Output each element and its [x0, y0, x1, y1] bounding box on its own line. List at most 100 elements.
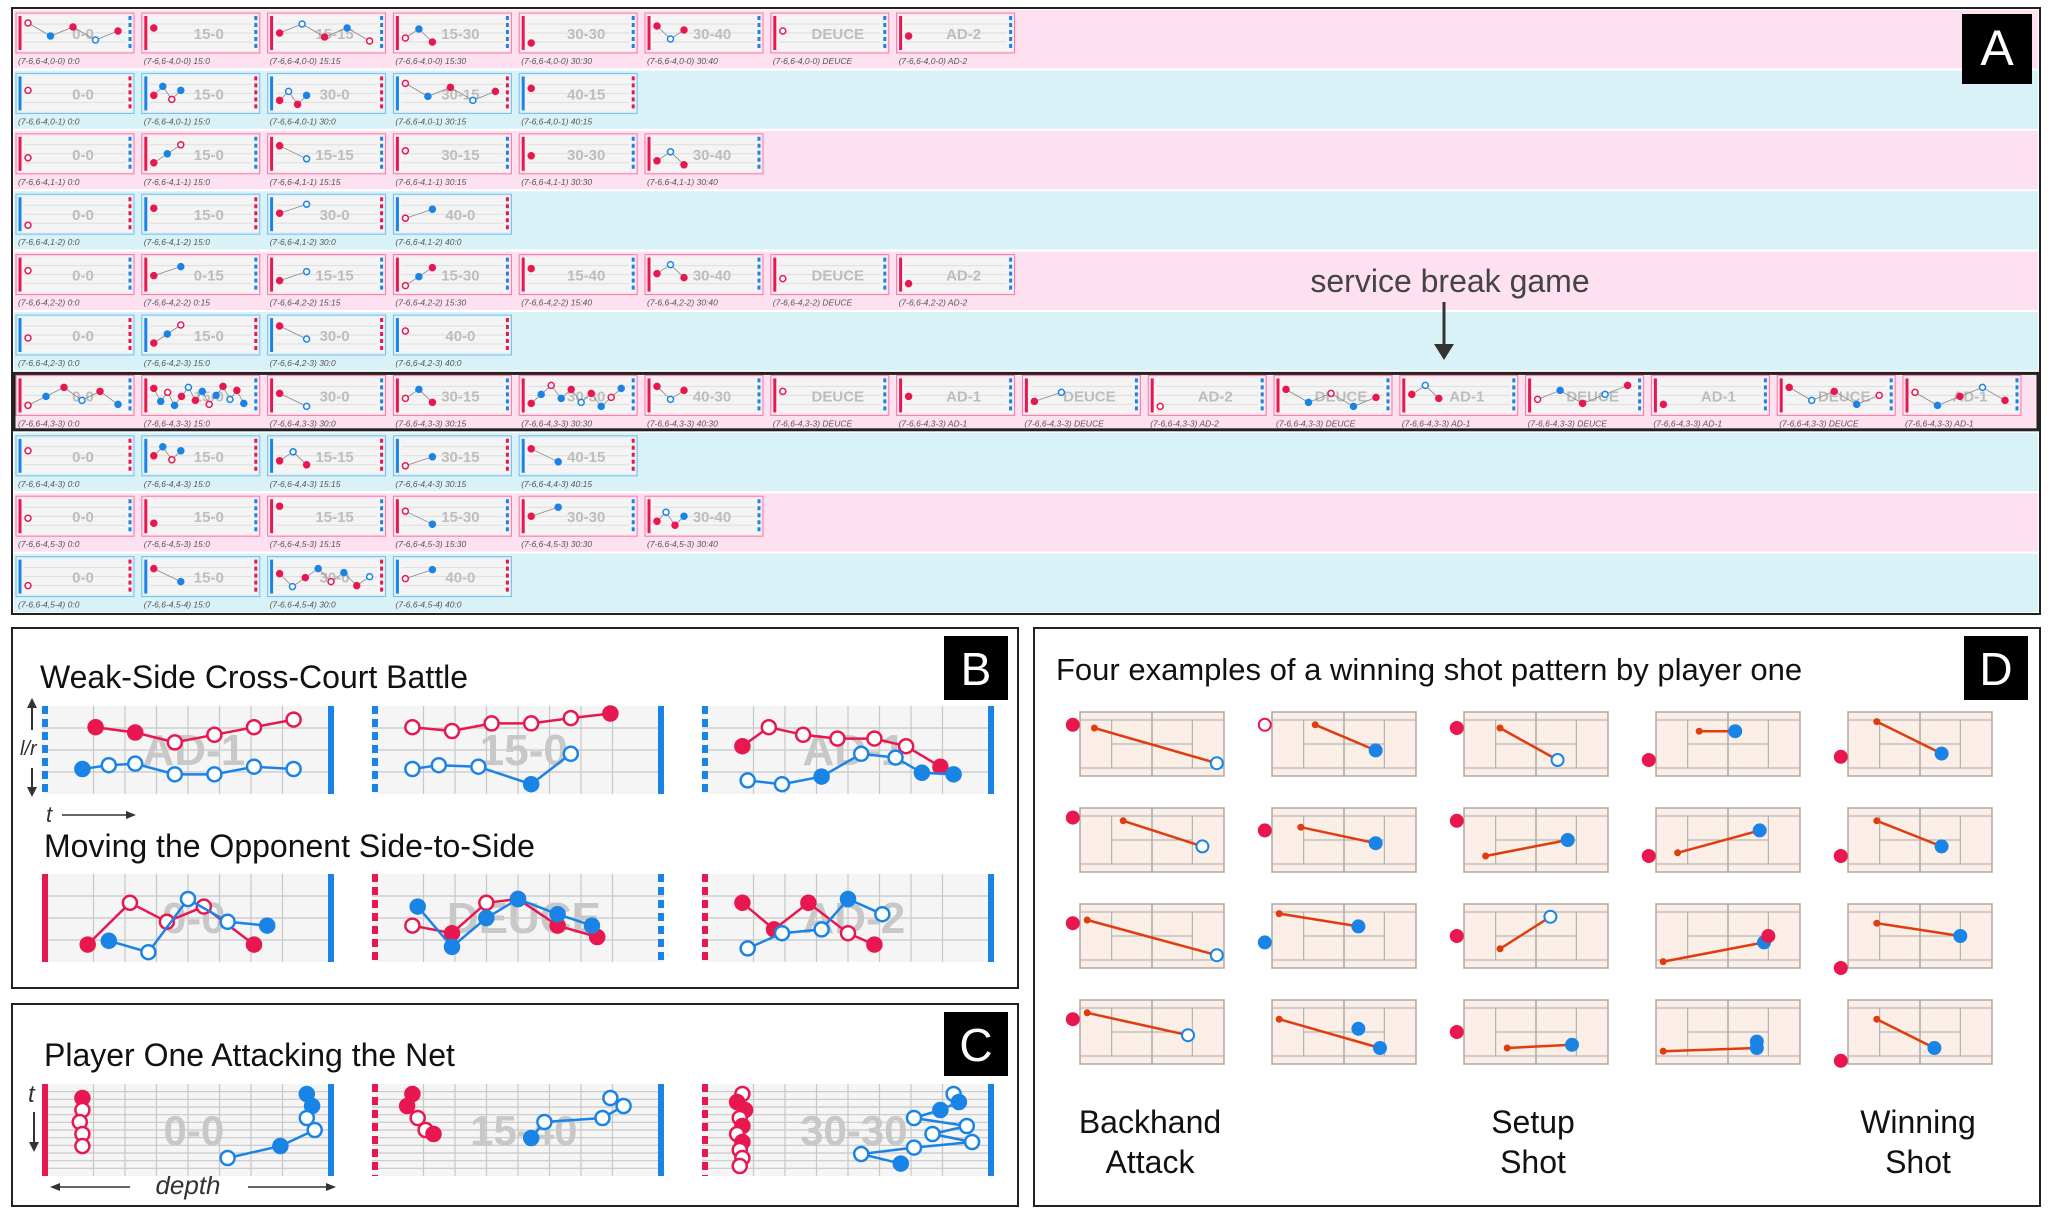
game-glyph: 0-0(7-6,6-4,5-3) 0:0 [15, 495, 135, 549]
blue-shot-dot [74, 760, 91, 778]
glyph-frame [15, 556, 135, 598]
game-glyph: 15-15(7-6,6-4,2-2) 15:15 [267, 254, 387, 308]
shot-origin-dot [1496, 945, 1504, 953]
glyph-frame [1650, 374, 1770, 416]
rally-dot [78, 396, 86, 405]
game-caption: (7-6,6-4,4-3) 40:15 [521, 479, 592, 489]
rally-dot [302, 335, 311, 343]
rally-dot [170, 401, 179, 410]
glyph-frame [15, 193, 135, 235]
game-score: 0-0 [72, 449, 94, 466]
blue-shot-dot [298, 1109, 316, 1127]
rally-dot [42, 392, 50, 401]
player-position [1761, 929, 1776, 943]
lr-arrow-up-head [27, 698, 37, 708]
game-caption: (7-6,6-4,3-3) AD-1 [1653, 418, 1722, 428]
rally-dot [1852, 400, 1861, 409]
rally-dot [1057, 388, 1066, 397]
blue-shot-dot [166, 766, 184, 783]
rally-dot [904, 32, 913, 40]
shot-origin-dot [1873, 817, 1881, 825]
game-score: 15-30 [441, 268, 479, 285]
glyph-frame [644, 254, 764, 296]
glyph-frame [1902, 374, 2022, 416]
glyph-frame [896, 254, 1016, 296]
game-score: 15-40 [567, 268, 605, 285]
rally-dot [1978, 383, 1987, 392]
shot-origin-dot [1659, 1047, 1667, 1055]
blue-shot-dot [945, 766, 962, 783]
game-caption: (7-6,6-4,0-0) 15:0 [144, 56, 210, 66]
game-caption: (7-6,6-4,2-2) 0:0 [18, 298, 80, 308]
player-position [1449, 813, 1464, 828]
glyph-frame [141, 495, 261, 537]
shot-origin-dot [1083, 1009, 1091, 1017]
glyph-frame [644, 133, 764, 175]
game-glyph: 15-0(7-6,6-4,5-4) 15:0 [141, 556, 261, 610]
rally-dot [1601, 390, 1609, 399]
game-caption: (7-6,6-4,1-1) 15:15 [270, 177, 341, 187]
glyph-frame [15, 314, 135, 356]
rally-dot [298, 20, 306, 28]
rally-dot [159, 82, 167, 91]
rally-dot [340, 568, 348, 577]
opponent-position [1368, 836, 1383, 851]
glyph-frame [1525, 374, 1645, 416]
game-glyph: 30-40(7-6,6-4,1-1) 30:40 [644, 133, 764, 187]
rally-dot [24, 266, 32, 275]
court-diagram [1257, 711, 1417, 777]
shot-trajectory [1876, 720, 1943, 755]
panel-d: D Four examples of a winning shot patter… [1033, 627, 2041, 1207]
player-position [1065, 916, 1080, 931]
rally-dot [284, 87, 293, 96]
game-caption: (7-6,6-4,3-3) DEUCE [1024, 418, 1104, 428]
shot-trajectory [1663, 1046, 1757, 1053]
glyph-frame [644, 12, 764, 54]
red-shot-dot [734, 894, 751, 912]
rally-dot [428, 263, 437, 272]
red-shot-dot [866, 936, 883, 953]
game-score: 30-0 [320, 207, 350, 224]
glyph-frame [518, 12, 638, 54]
game-score: 30-15 [441, 388, 479, 405]
rally-dot [428, 398, 437, 407]
blue-shot-dot [913, 764, 931, 782]
rally-dot [156, 397, 165, 406]
red-shot-dot [121, 894, 139, 912]
rally-dot [401, 281, 410, 290]
glyph-frame [1399, 374, 1519, 416]
court-diagram [1065, 807, 1225, 873]
court-diagram [1449, 999, 1609, 1065]
opponent-position [1209, 756, 1224, 771]
rally-dot [177, 141, 185, 149]
rally-dot [343, 24, 351, 32]
backhand-attack-label-1: Backhand [1079, 1104, 1221, 1140]
game-caption: (7-6,6-4,3-3) AD-2 [1150, 418, 1219, 428]
game-caption: (7-6,6-4,2-3) 15:0 [144, 358, 210, 368]
rally-line [279, 145, 307, 160]
red-shot-dot [794, 726, 812, 744]
game-caption: (7-6,6-4,5-3) 30:30 [521, 539, 592, 549]
rally-dot [205, 400, 213, 409]
rally-dot [401, 147, 410, 155]
rally-dot [662, 508, 670, 516]
rally-dot [293, 100, 302, 109]
game-score: 15-15 [315, 147, 353, 164]
game-caption: (7-6,6-4,3-3) AD-1 [1402, 418, 1471, 428]
rally-line [405, 510, 433, 525]
game-caption: (7-6,6-4,2-2) AD-2 [899, 298, 968, 308]
player-position [1065, 1012, 1080, 1027]
opponent-position [1565, 1037, 1579, 1052]
game-glyph: 15-30(7-6,6-4,2-2) 15:30 [392, 254, 512, 308]
blue-shot-dot [179, 890, 197, 908]
red-shot-dot [404, 718, 421, 736]
opponent-position [1752, 823, 1767, 838]
blue-shot-dot [963, 1133, 981, 1151]
glyph-frame [267, 374, 387, 416]
blue-shot-dot [219, 913, 236, 931]
game-score: AD-1 [1701, 388, 1736, 405]
game-glyph: 15-30(7-6,6-4,5-3) 15:30 [392, 495, 512, 549]
shot-origin-dot [1503, 1044, 1511, 1052]
panel-c-label: C [959, 1019, 992, 1071]
